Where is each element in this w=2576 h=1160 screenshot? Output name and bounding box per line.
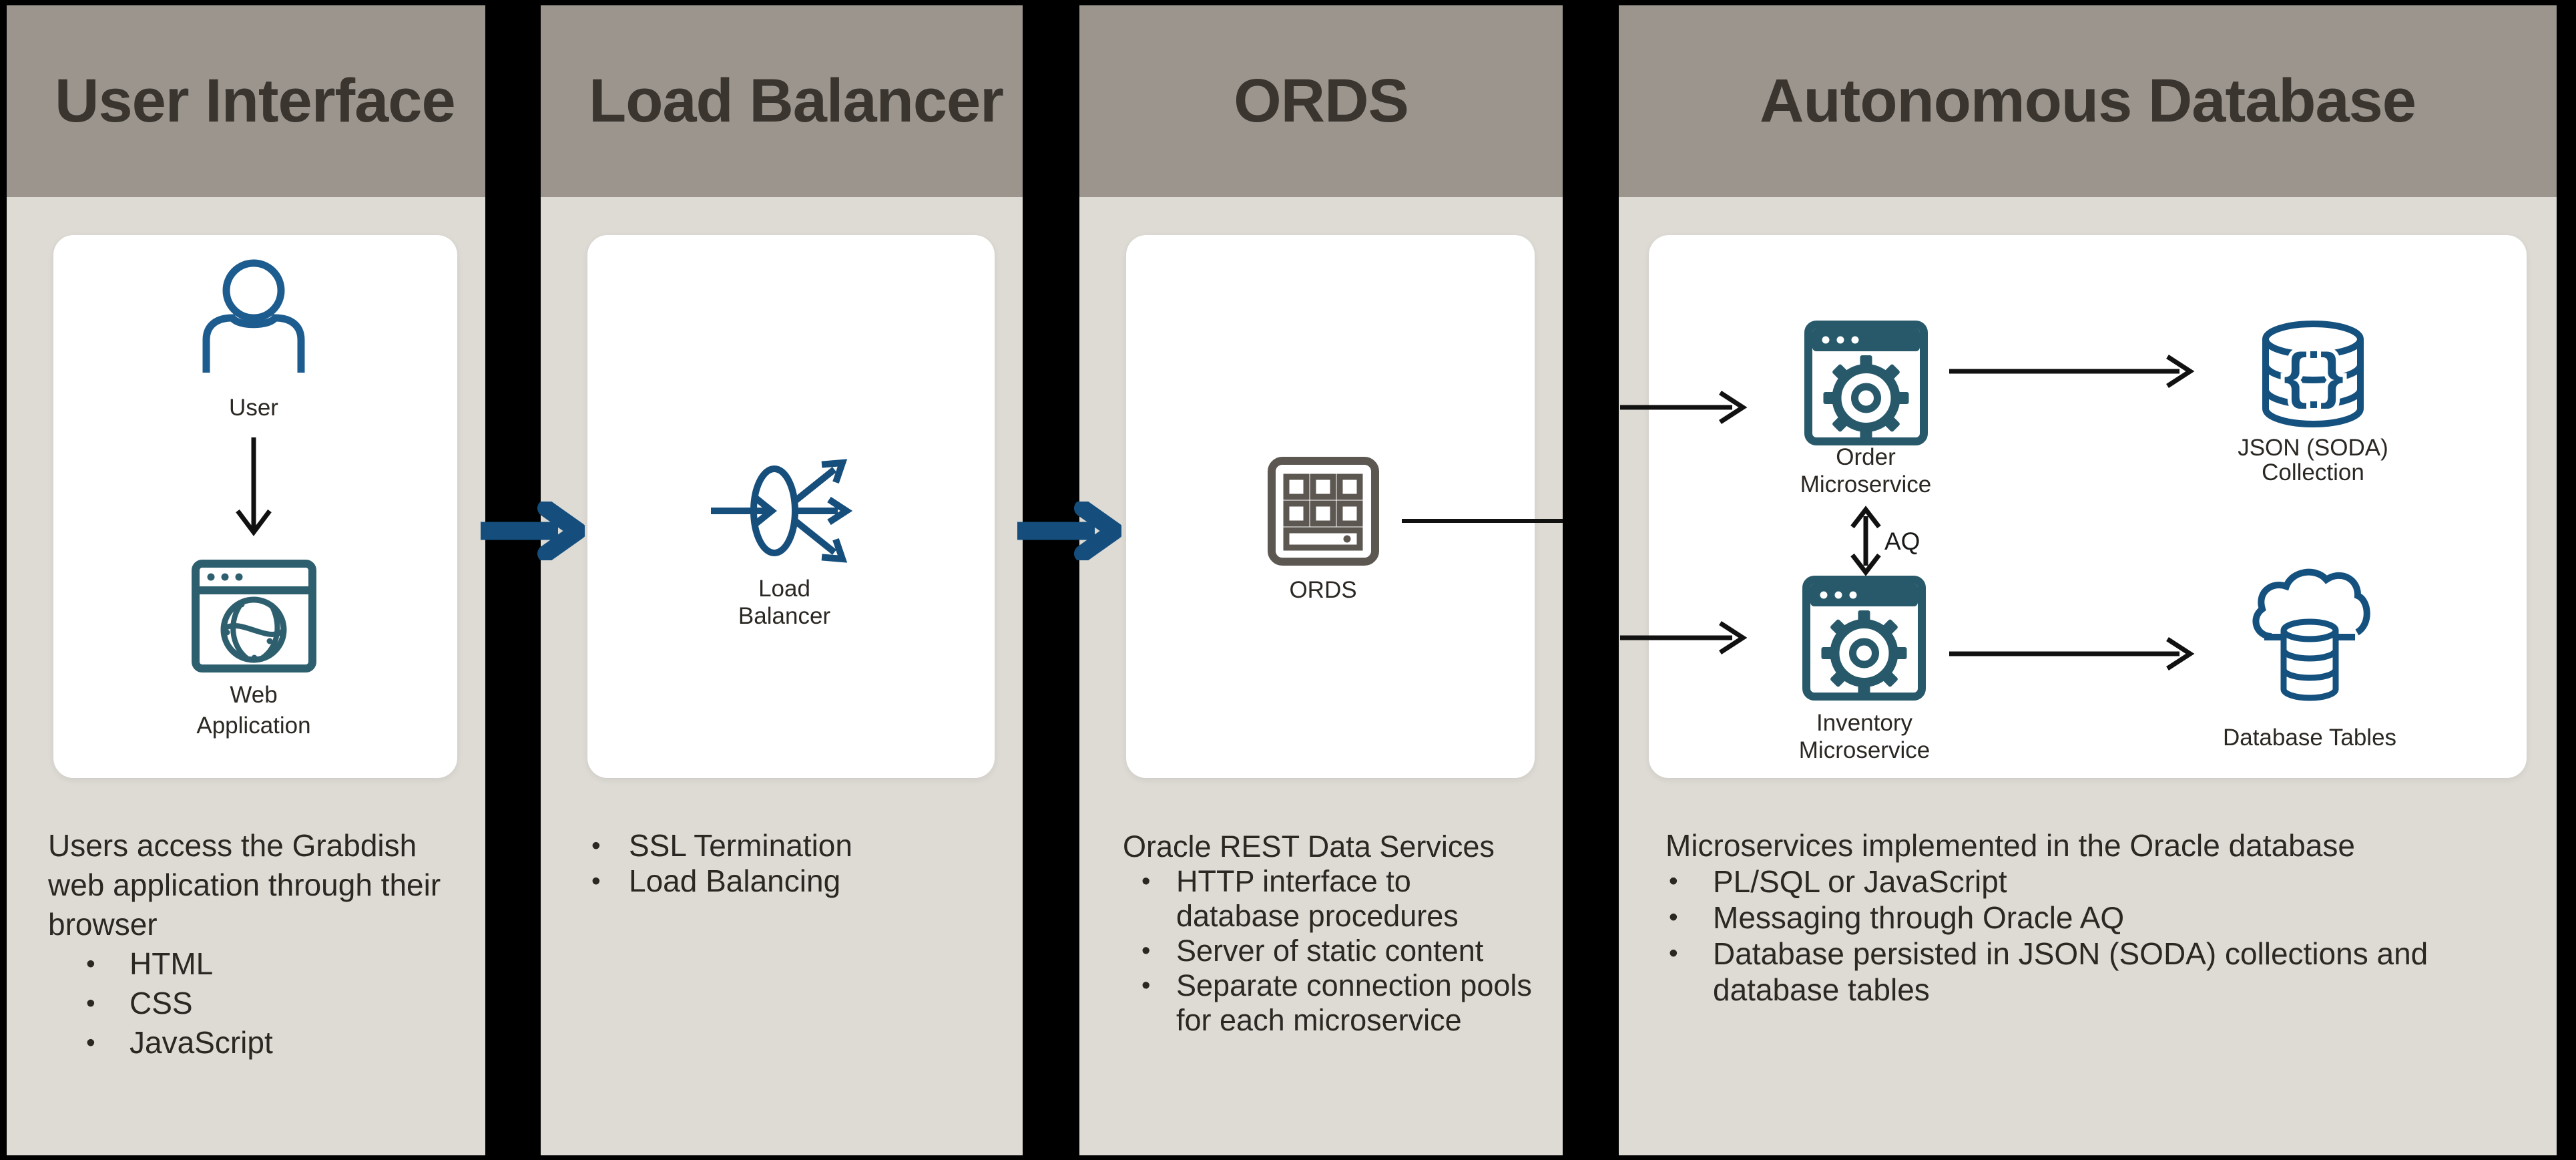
ords-card bbox=[1126, 235, 1535, 778]
column-user-interface-header: User Interface bbox=[7, 5, 485, 197]
column-autonomous-database-header: Autonomous Database bbox=[1619, 5, 2557, 197]
bullet-item: HTML bbox=[48, 944, 459, 984]
autonomous-database-card bbox=[1649, 235, 2527, 778]
description-text: Microservices implemented in the Oracle … bbox=[1665, 828, 2355, 863]
column-user-interface: User Interface User bbox=[7, 5, 485, 1155]
bullet-item: JavaScript bbox=[48, 1023, 459, 1062]
user-interface-card bbox=[53, 235, 457, 778]
column-load-balancer-body: Load Balancer SSL Termination Load Balan… bbox=[541, 197, 1023, 1155]
bullet-list: SSL Termination Load Balancing bbox=[581, 828, 996, 899]
bullet-item: Database persisted in JSON (SODA) collec… bbox=[1665, 936, 2527, 1008]
column-load-balancer-header: Load Balancer bbox=[541, 5, 1023, 197]
bullet-list: HTTP interface to database procedures Se… bbox=[1123, 864, 1533, 1038]
column-title: Autonomous Database bbox=[1760, 67, 2416, 135]
flow-arrow-ui-to-lb bbox=[481, 502, 585, 560]
load-balancer-card bbox=[587, 235, 995, 778]
column-title: Load Balancer bbox=[589, 67, 1004, 135]
bullet-list: PL/SQL or JavaScript Messaging through O… bbox=[1665, 863, 2527, 1008]
column-load-balancer: Load Balancer Load Balancer bbox=[541, 5, 1023, 1155]
column-autonomous-database-body: Order Microservice { } JSON (SODA) Colle… bbox=[1619, 197, 2557, 1155]
column-ords: ORDS ORDS Oracle RES bbox=[1079, 5, 1563, 1155]
column-autonomous-database: Autonomous Database bbox=[1619, 5, 2557, 1155]
bullet-item: Load Balancing bbox=[581, 863, 996, 899]
bullet-item: SSL Termination bbox=[581, 828, 996, 863]
autonomous-database-description: Microservices implemented in the Oracle … bbox=[1665, 827, 2527, 1008]
bullet-item: PL/SQL or JavaScript bbox=[1665, 863, 2527, 900]
bullet-item: Messaging through Oracle AQ bbox=[1665, 900, 2527, 936]
user-interface-description: Users access the Grabdish web applicatio… bbox=[48, 826, 459, 1062]
load-balancer-description: SSL Termination Load Balancing bbox=[581, 828, 996, 899]
bullet-item: Separate connection pools for each micro… bbox=[1123, 968, 1533, 1038]
description-text: Oracle REST Data Services bbox=[1123, 829, 1495, 863]
bullet-item: Server of static content bbox=[1123, 934, 1533, 968]
column-ords-header: ORDS bbox=[1079, 5, 1563, 197]
bullet-item: CSS bbox=[48, 984, 459, 1023]
column-ords-body: ORDS Oracle REST Data Services HTTP inte… bbox=[1079, 197, 1563, 1155]
description-text: Users access the Grabdish web applicatio… bbox=[48, 828, 441, 942]
ords-description: Oracle REST Data Services HTTP interface… bbox=[1123, 829, 1533, 1038]
column-title: User Interface bbox=[55, 67, 456, 135]
flow-arrow-lb-to-ords bbox=[1017, 502, 1121, 560]
column-user-interface-body: User bbox=[7, 197, 485, 1155]
column-title: ORDS bbox=[1234, 67, 1409, 135]
bullet-item: HTTP interface to database procedures bbox=[1123, 864, 1533, 934]
bullet-list: HTML CSS JavaScript bbox=[48, 944, 459, 1062]
